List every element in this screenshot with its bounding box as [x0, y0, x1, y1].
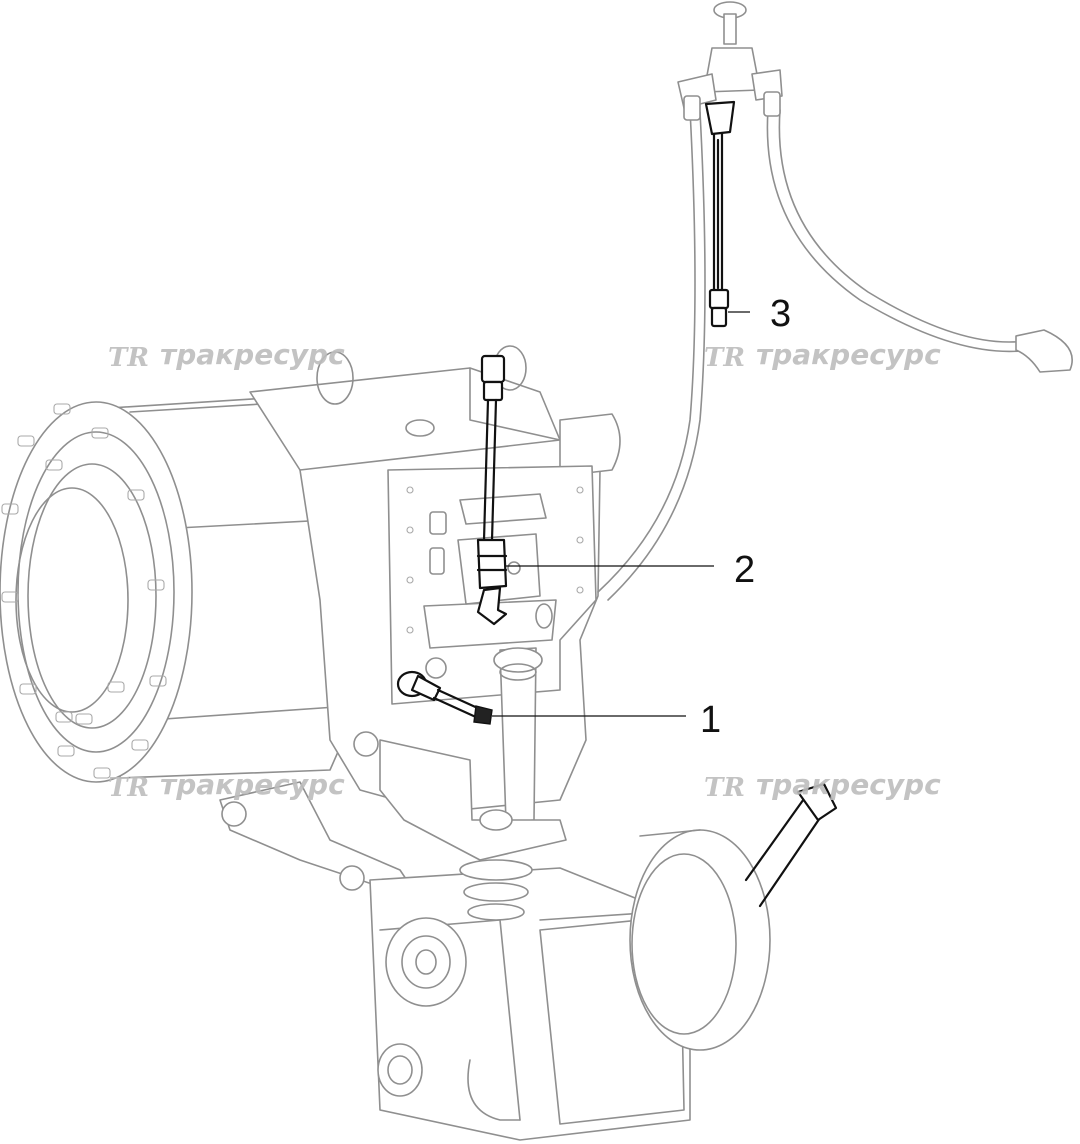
watermark-bottom-right: TR тракресурс: [704, 768, 941, 803]
left-hose: [597, 109, 706, 601]
watermark-logo: TR: [108, 343, 149, 373]
watermark-logo: TR: [108, 773, 149, 803]
watermark-top-right: TR тракресурс: [704, 338, 941, 373]
callout-leaders: [492, 311, 750, 717]
shift-shaft-column: [493, 647, 543, 823]
callout-label-3: 3: [770, 293, 791, 335]
watermark-brand: тракресурс: [160, 338, 345, 371]
filler-tube: [744, 782, 838, 908]
part-3-sensor-harness: [704, 100, 736, 328]
watermark-brand: тракресурс: [160, 768, 345, 801]
watermark-brand: тракресурс: [756, 338, 941, 371]
callout-label-2: 2: [734, 549, 755, 591]
part-2-sensor-cable: [476, 354, 508, 626]
callout-labels: 1 2 3: [700, 293, 791, 741]
watermark-logo: TR: [704, 773, 745, 803]
watermark-bottom-left: TR тракресурс: [108, 768, 345, 803]
watermark-logo: TR: [704, 343, 745, 373]
top-valve-assembly: [677, 1, 783, 121]
output-drum: [629, 829, 771, 1051]
part-1-speed-sensor: [396, 670, 493, 725]
watermark-top-left: TR тракресурс: [108, 338, 345, 373]
lower-housing: [219, 731, 691, 1141]
right-hose: [766, 109, 1073, 373]
callout-label-1: 1: [700, 699, 721, 741]
watermark-brand: тракресурс: [756, 768, 941, 801]
